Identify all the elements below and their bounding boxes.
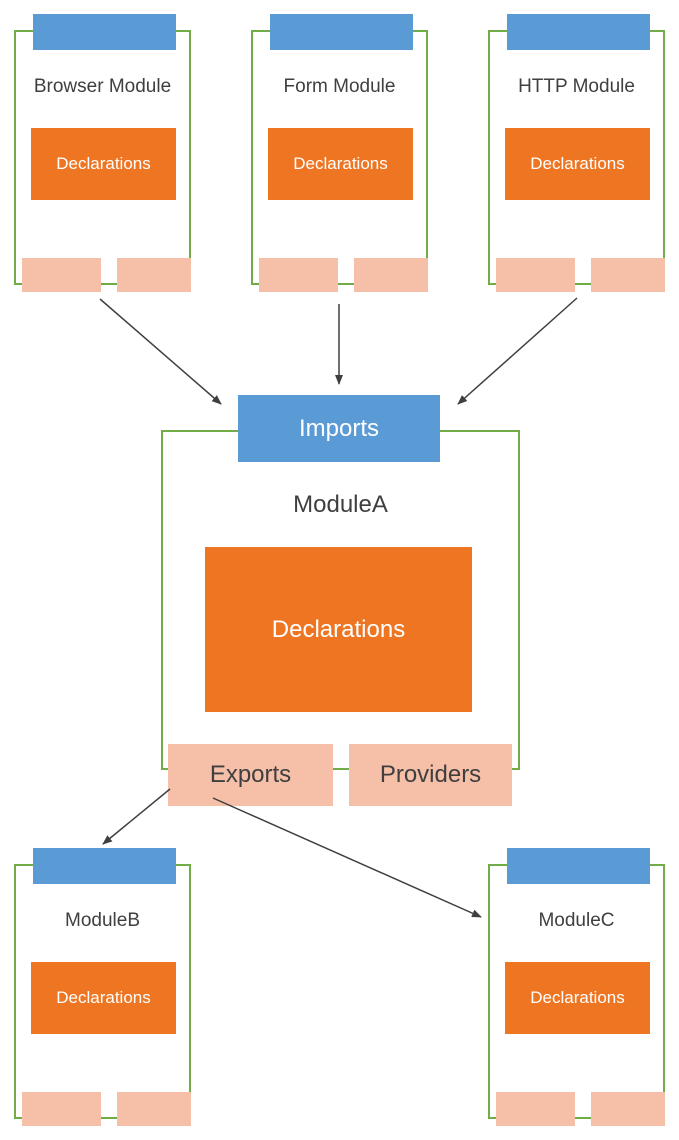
- arrow-exports-to-modulec: [212, 797, 482, 918]
- module-card-http: HTTP Module Declarations: [488, 14, 665, 292]
- providers-box: Providers: [349, 744, 512, 806]
- module-card-browser: Browser Module Declarations: [14, 14, 191, 292]
- module-imports-slot: [33, 848, 176, 884]
- module-title: ModuleA: [293, 491, 388, 518]
- module-title: Browser Module: [33, 76, 172, 97]
- module-exports-slot: [496, 1092, 575, 1126]
- arrow-browser-to-imports: [99, 298, 222, 405]
- module-imports-slot: [270, 14, 413, 50]
- module-title: Form Module: [283, 76, 396, 97]
- declarations-box: Declarations: [268, 128, 413, 200]
- declarations-box: Declarations: [31, 962, 176, 1034]
- module-exports-slot: [22, 258, 101, 292]
- module-exports-slot: [22, 1092, 101, 1126]
- declarations-box: Declarations: [31, 128, 176, 200]
- module-title: HTTP Module: [518, 76, 635, 97]
- exports-box: Exports: [168, 744, 333, 806]
- module-providers-slot: [591, 258, 665, 292]
- module-imports-slot: [507, 848, 650, 884]
- arrow-exports-to-moduleb: [102, 788, 171, 845]
- module-title: ModuleB: [65, 910, 140, 931]
- module-providers-slot: [117, 258, 191, 292]
- module-title: ModuleC: [538, 910, 615, 931]
- module-card-a: Imports ModuleA Declarations Exports Pro…: [161, 395, 520, 806]
- module-providers-slot: [354, 258, 428, 292]
- arrow-http-to-imports: [457, 297, 578, 405]
- module-card-b: ModuleB Declarations: [14, 848, 191, 1126]
- module-card-c: ModuleC Declarations: [488, 848, 665, 1126]
- module-imports-slot: [33, 14, 176, 50]
- module-card-form: Form Module Declarations: [251, 14, 428, 292]
- declarations-box: Declarations: [205, 547, 472, 712]
- module-exports-slot: [496, 258, 575, 292]
- module-exports-slot: [259, 258, 338, 292]
- module-imports-slot: [507, 14, 650, 50]
- declarations-box: Declarations: [505, 128, 650, 200]
- declarations-box: Declarations: [505, 962, 650, 1034]
- module-providers-slot: [591, 1092, 665, 1126]
- module-providers-slot: [117, 1092, 191, 1126]
- imports-box: Imports: [238, 395, 440, 462]
